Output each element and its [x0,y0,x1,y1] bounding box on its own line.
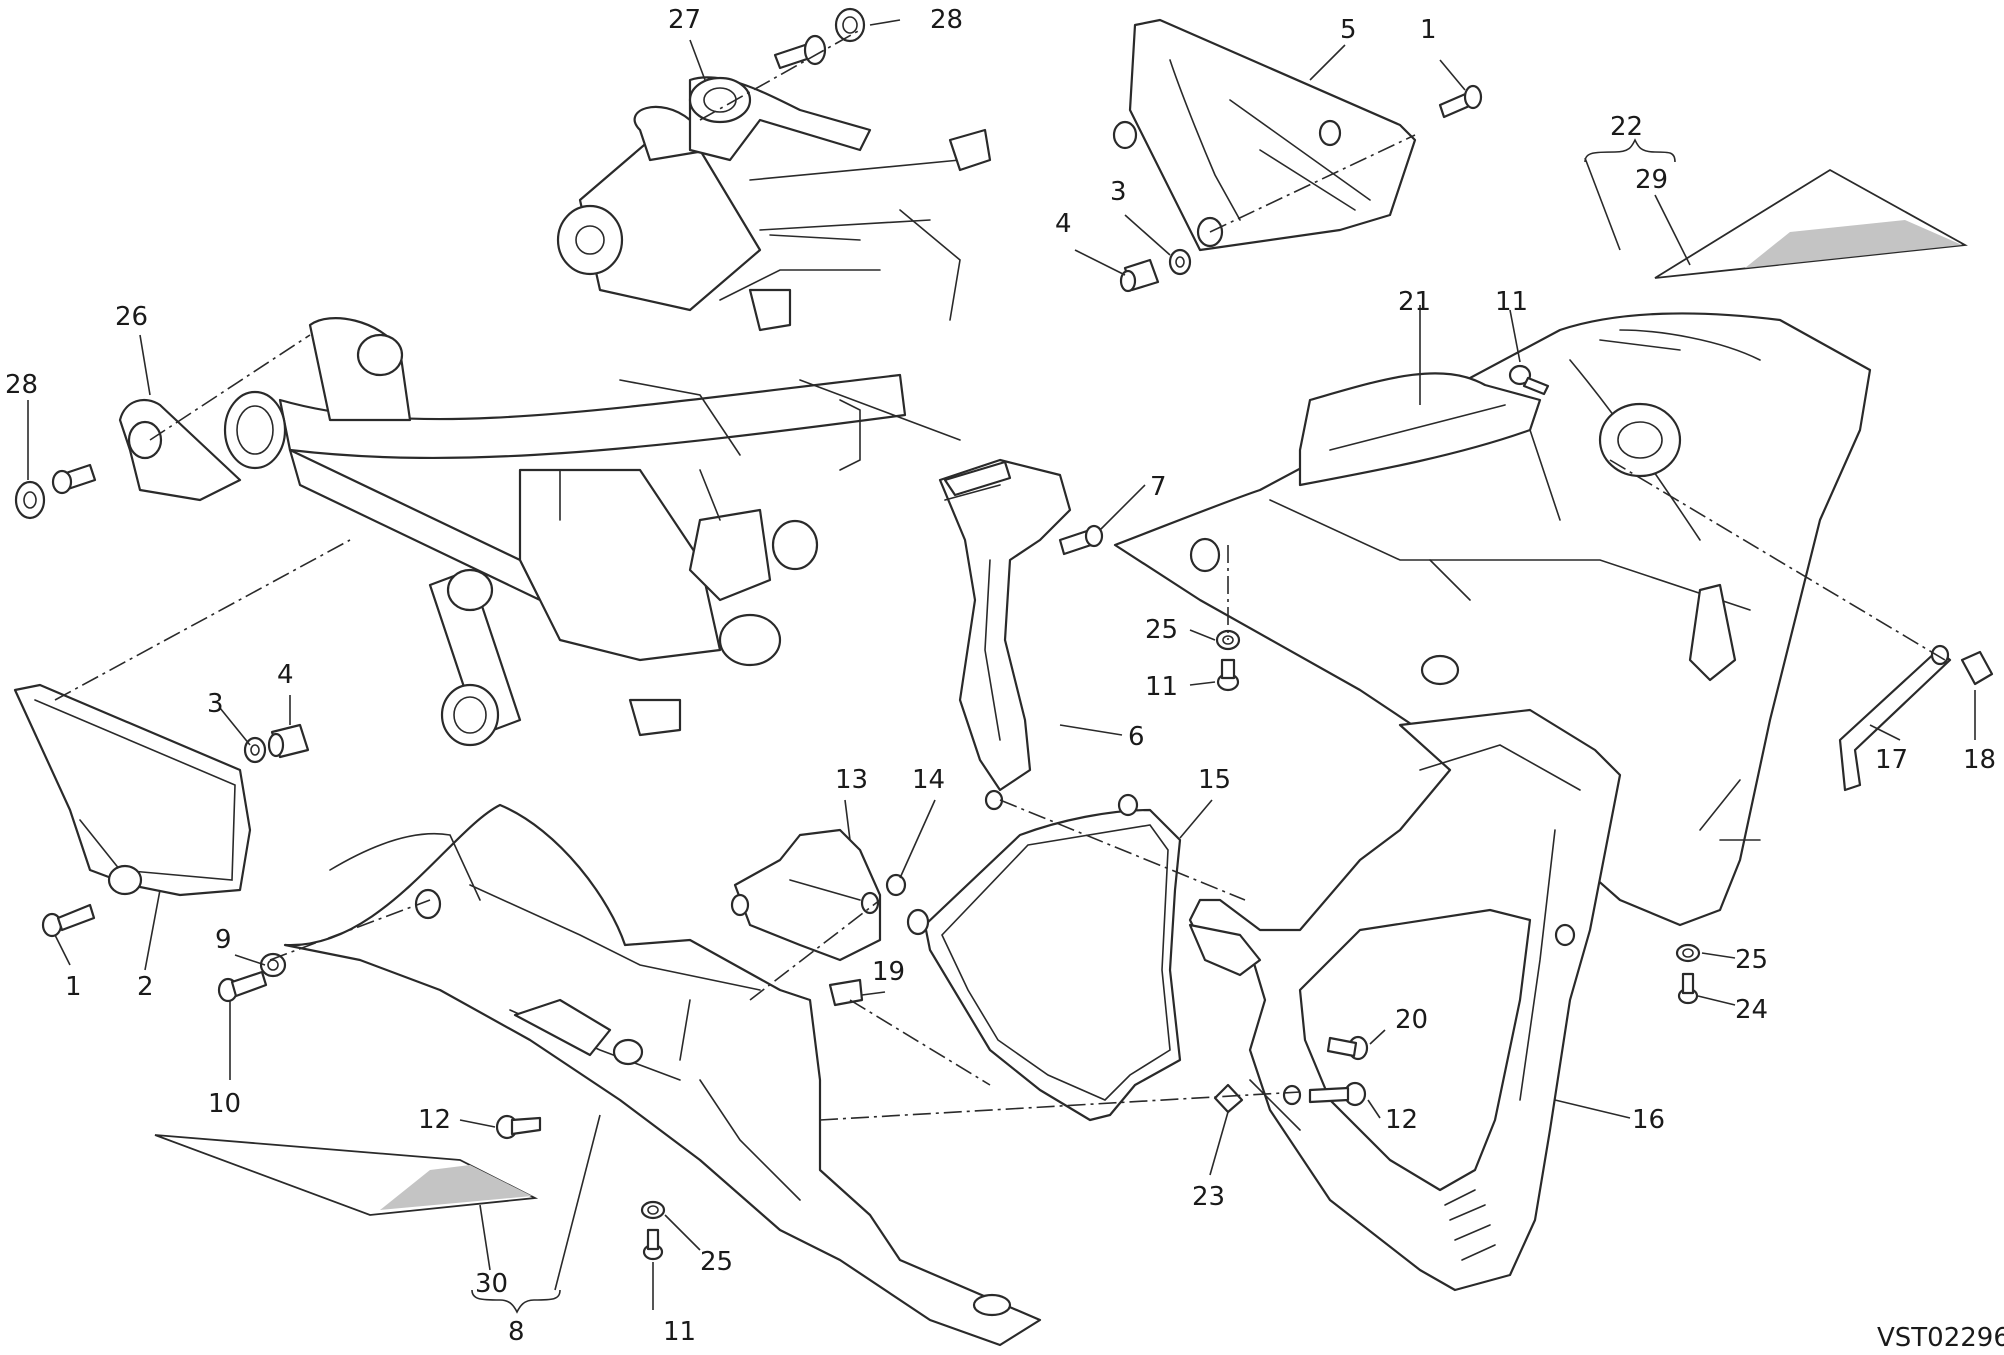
callout-6: 6 [1128,722,1145,752]
callout-22: 22 [1610,112,1643,142]
part-22-side-fairing [1113,312,1872,927]
callout-27: 27 [668,5,701,35]
callout-3-top: 3 [1110,177,1127,207]
part-28-left-screw [14,463,97,520]
part-1-top-screw [1438,84,1483,119]
part-3-top-washer [1168,248,1192,276]
callout-14: 14 [912,765,945,795]
part-11-screw-top [1508,364,1550,396]
callout-25-bottom: 25 [700,1247,733,1277]
callout-5: 5 [1340,15,1357,45]
callout-8: 8 [508,1317,525,1347]
part-23-clip [1213,1083,1244,1114]
part-25-washer-right [1675,943,1701,963]
drawing-code: VST02296 [1877,1323,2004,1353]
part-28-top-screw [773,7,866,70]
callout-21: 21 [1398,287,1431,317]
callout-9: 9 [215,925,232,955]
part-19-clip [828,978,864,1007]
callout-16: 16 [1632,1105,1665,1135]
part-4-top-grommet [1119,258,1160,293]
part-8-lower-fairing [283,803,1042,1347]
callout-25-right: 25 [1735,945,1768,975]
part-16-main-fairing [1188,708,1622,1292]
part-5-bracket [1112,18,1417,252]
part-2-side-panel [13,683,252,897]
callout-2: 2 [137,972,154,1002]
group-braces [471,138,1676,1314]
callout-4-top: 4 [1055,209,1072,239]
callout-26: 26 [115,302,148,332]
frame-assembly [223,105,992,747]
part-12-screw-right [1308,1081,1367,1107]
part-21-panel [1298,372,1542,487]
callout-28-top: 28 [930,5,963,35]
callout-17: 17 [1875,745,1908,775]
callout-11-top: 11 [1495,287,1528,317]
callout-3-left: 3 [207,689,224,719]
callout-11-center: 11 [1145,672,1178,702]
callout-15: 15 [1198,765,1231,795]
callout-29: 29 [1635,165,1668,195]
callout-20: 20 [1395,1005,1428,1035]
callout-19: 19 [872,957,905,987]
callout-1-left: 1 [65,972,82,1002]
part-18-nut [1960,650,1994,686]
callout-12-left: 12 [418,1105,451,1135]
part-13-bracket [730,828,882,962]
part-10-screw [217,970,268,1003]
part-29-decal [1654,168,1968,279]
part-4-left-grommet [267,723,310,759]
callout-24: 24 [1735,995,1768,1025]
callout-12-right: 12 [1385,1105,1418,1135]
part-14-clip [885,789,1004,897]
callout-11-bottom: 11 [663,1317,696,1347]
callout-4-left: 4 [277,660,294,690]
part-1-left-screw [41,903,96,938]
leader-lines [27,19,1976,1310]
callout-1-top: 1 [1420,15,1437,45]
part-27-cover [688,76,872,162]
part-6-duct [938,458,1072,792]
part-11-screw-center [1216,658,1240,692]
part-12-screw-left [495,1114,542,1140]
callout-labels: 27 28 5 1 22 29 26 28 3 4 21 11 7 25 11 … [5,5,1996,1347]
part-20-screw [1326,1035,1369,1061]
part-11-screw-bottom [642,1228,664,1261]
callout-18: 18 [1963,745,1996,775]
callout-7: 7 [1150,472,1167,502]
part-30-decal [154,1134,539,1216]
assembly-lines [54,29,1946,1121]
part-26-bracket [118,398,242,502]
part-7-screw [1058,524,1104,556]
part-9-nut [259,952,287,978]
part-25-washer-bottom [640,1200,666,1220]
callout-10: 10 [208,1089,241,1119]
callout-28-left: 28 [5,370,38,400]
callout-23: 23 [1192,1182,1225,1212]
callout-13: 13 [835,765,868,795]
part-24-screw-right [1677,972,1699,1005]
part-15-inner-panel [906,793,1182,1122]
callout-30: 30 [475,1269,508,1299]
callout-25-center: 25 [1145,615,1178,645]
